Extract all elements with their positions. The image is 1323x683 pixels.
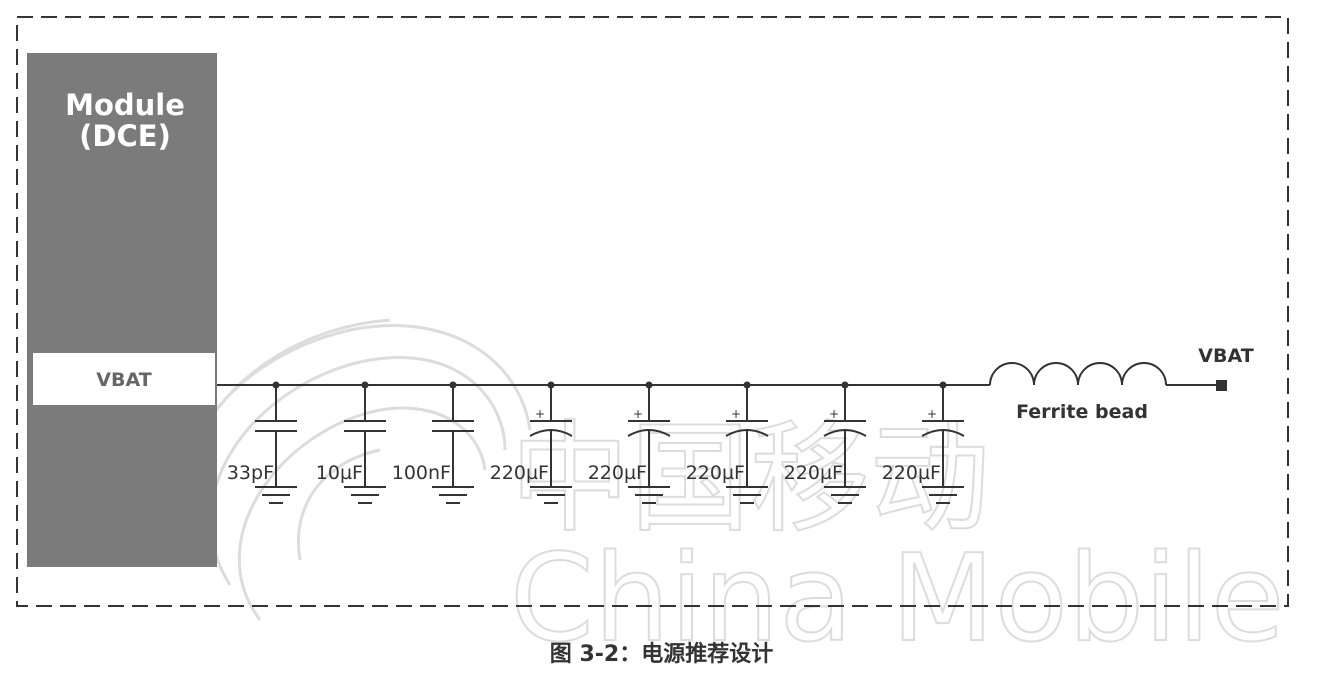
vbat-output-label: VBAT: [1198, 345, 1253, 367]
polarity-plus-icon: +: [927, 407, 937, 421]
vbat-port-box: [33, 353, 215, 405]
module-title-line2: (DCE): [79, 119, 171, 153]
capacitor-value-label: 33pF: [227, 462, 274, 484]
polarity-plus-icon: +: [633, 407, 643, 421]
capacitor-value-label: 220µF: [686, 462, 745, 484]
capacitor-value-label: 10µF: [316, 462, 363, 484]
polarity-plus-icon: +: [829, 407, 839, 421]
ferrite-bead-label: Ferrite bead: [1016, 401, 1148, 423]
module-title-line1: Module: [65, 88, 185, 122]
capacitor-value-label: 220µF: [490, 462, 549, 484]
capacitor-group: 33pF 10µF 100nF +220µF +220µF +220µF +220µF +22…: [227, 381, 965, 504]
polarity-plus-icon: +: [535, 407, 545, 421]
figure-caption: 图 3-2：电源推荐设计: [549, 642, 774, 667]
capacitor-value-label: 220µF: [784, 462, 843, 484]
capacitor-value-label: 220µF: [588, 462, 647, 484]
ferrite-bead-icon: [989, 362, 1167, 386]
vbat-port-label: VBAT: [96, 369, 151, 391]
capacitor-value-label: 220µF: [882, 462, 941, 484]
watermark-en: China Mobile: [510, 530, 1285, 669]
watermark: 中国移动 China Mobile: [177, 318, 1286, 670]
vbat-terminal-icon: [1216, 380, 1227, 391]
watermark-cn: 中国移动: [510, 410, 990, 549]
polarity-plus-icon: +: [731, 407, 741, 421]
dashed-border: [16, 16, 1289, 607]
capacitor-value-label: 100nF: [392, 462, 451, 484]
module-block: [27, 53, 217, 567]
